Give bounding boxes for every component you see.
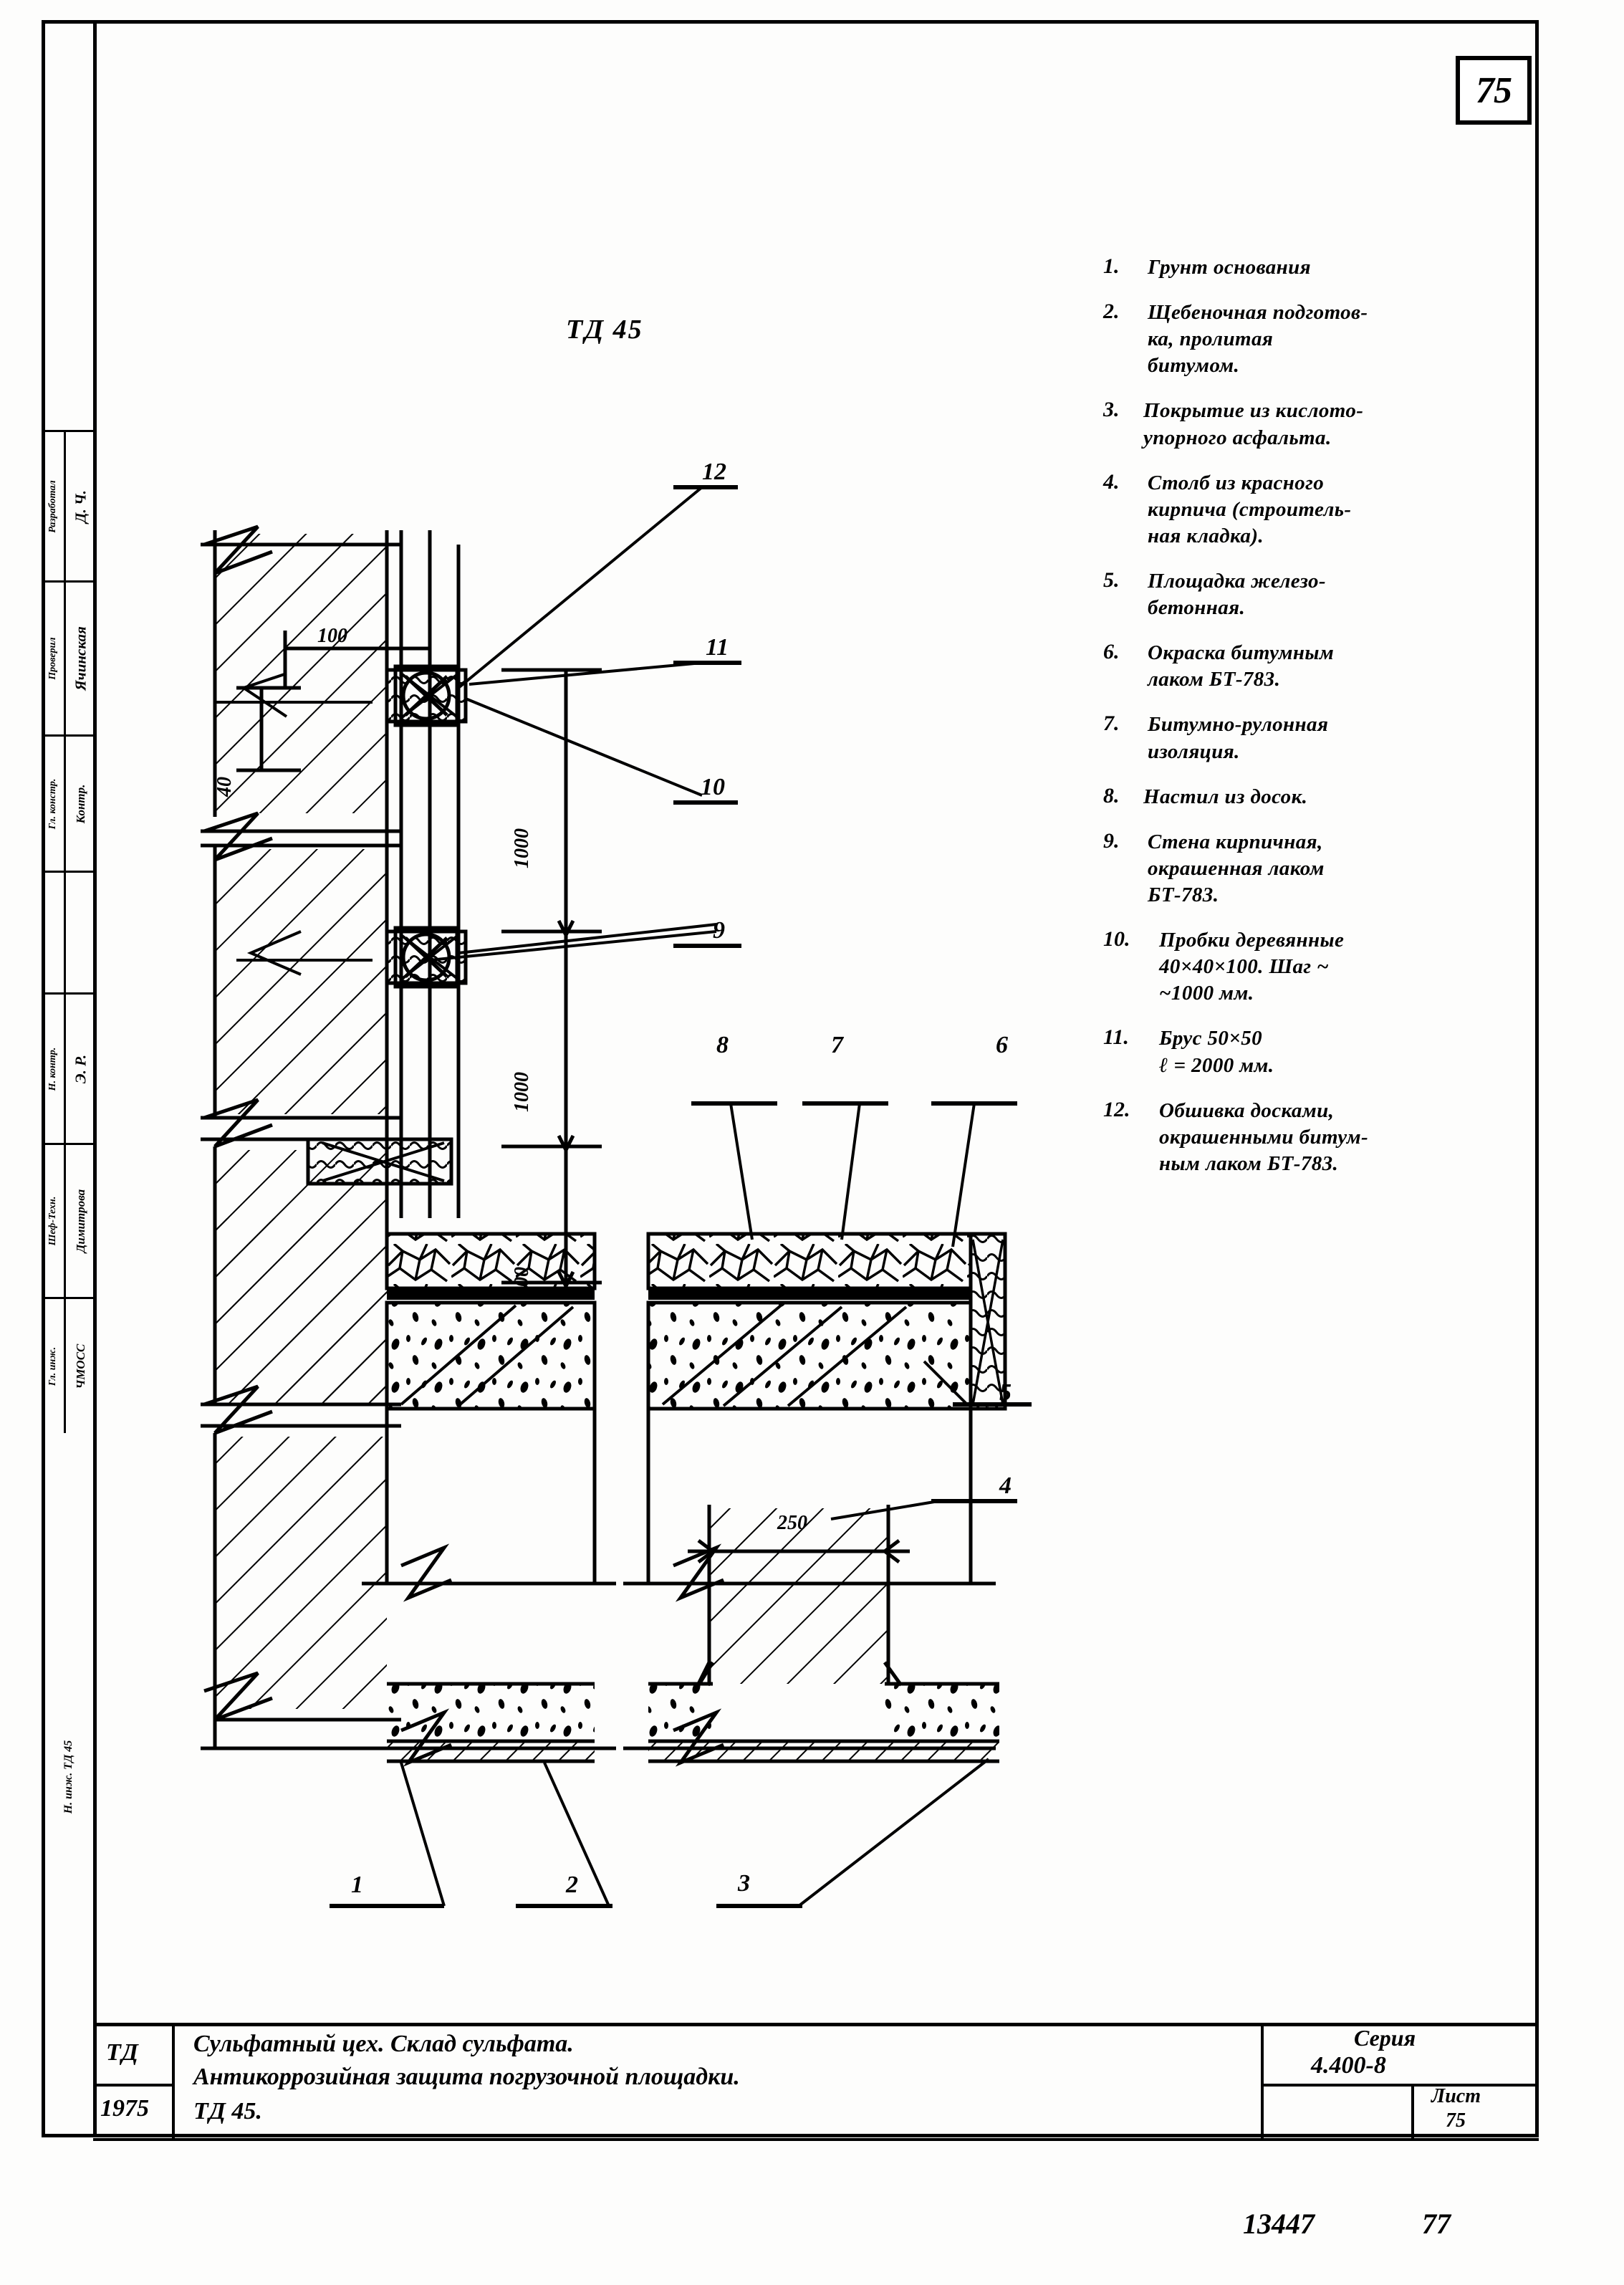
legend-item-number: 1. <box>1103 254 1120 278</box>
callout-7: 7 <box>831 1032 843 1058</box>
dimension-250: 250 <box>777 1512 807 1534</box>
dimension-40: 40 <box>213 777 236 797</box>
bottom-right-number: 77 <box>1422 2208 1451 2240</box>
callout-2: 2 <box>566 1872 578 1898</box>
legend-item: 6. Окраска битумным лаком БТ-783. <box>1103 640 1533 693</box>
stamp-row: Гл. инж. ЧМОСС <box>42 1297 95 1433</box>
stamp-row: Гл. констр. Контр. <box>42 734 95 871</box>
stamp-column: Разработал Д. Ч. Проверил Ячинская Гл. к… <box>42 430 95 1791</box>
legend-item: 12. Обшивка досками, окрашенными битум- … <box>1103 1098 1533 1177</box>
bottom-left-number: 13447 <box>1243 2208 1315 2240</box>
legend-list: 1. Грунт основания 2. Щебеночная подгото… <box>1103 254 1533 1196</box>
legend-item: 7. Битумно-рулонная изоляция. <box>1103 712 1533 765</box>
page-number: 75 <box>1476 70 1512 111</box>
callout-1: 1 <box>351 1872 363 1898</box>
legend-item-number: 11. <box>1103 1025 1129 1050</box>
callout-5: 5 <box>999 1379 1012 1406</box>
stamp-row <box>42 871 95 992</box>
legend-item-number: 8. <box>1103 783 1120 808</box>
callout-8: 8 <box>716 1032 729 1058</box>
legend-item-text: Брус 50×50 ℓ = 2000 мм. <box>1159 1027 1274 1077</box>
legend-item-text: Столб из красного кирпича (строитель- на… <box>1148 471 1352 547</box>
legend-item-text: Площадка железо- бетонная. <box>1148 569 1326 620</box>
callout-3: 3 <box>738 1870 750 1897</box>
stamp-cell-label: Разработал <box>42 432 66 580</box>
legend-item-text: Пробки деревянные 40×40×100. Шаг ~ ~1000… <box>1159 929 1345 1005</box>
legend-item-text: Стена кирпичная, окрашенная лаком БТ-783… <box>1148 830 1325 906</box>
legend-item: 5. Площадка железо- бетонная. <box>1103 568 1533 621</box>
sheet-value: 75 <box>1446 2109 1466 2132</box>
legend-item-text: Щебеночная подготов- ка, пролитая битумо… <box>1148 301 1368 378</box>
technical-drawing <box>201 485 1032 1908</box>
title-block-title-line2: Антикоррозийная защита погрузочной площа… <box>193 2064 740 2090</box>
series-value: 4.400-8 <box>1311 2052 1386 2079</box>
title-block-divider <box>172 2026 175 2141</box>
title-block-divider <box>93 2084 172 2087</box>
legend-item-text: Настил из досок. <box>1143 785 1308 808</box>
callout-11: 11 <box>706 634 729 661</box>
callout-4: 4 <box>999 1472 1012 1499</box>
page-number-box: 75 <box>1456 56 1532 125</box>
legend-item-number: 7. <box>1103 712 1120 736</box>
callout-6: 6 <box>996 1032 1008 1058</box>
legend-item: 2. Щебеночная подготов- ка, пролитая бит… <box>1103 300 1533 379</box>
stamp-row: Н. контр. Э. Р. <box>42 992 95 1143</box>
title-block-year: 1975 <box>100 2095 149 2122</box>
sheet-frame <box>42 20 1539 2137</box>
legend-item-text: Грунт основания <box>1148 256 1312 279</box>
legend-item-number: 9. <box>1103 828 1120 853</box>
stamp-row: Разработал Д. Ч. <box>42 430 95 580</box>
legend-item-number: 3. <box>1103 398 1120 422</box>
dimension-200: 200 <box>511 1267 533 1297</box>
legend-item-text: Окраска битумным лаком БТ-783. <box>1148 641 1335 691</box>
stamp-cell-label: Шеф-Техн. <box>42 1145 66 1297</box>
callout-9: 9 <box>713 917 725 944</box>
legend-item-text: Покрытие из кислото- упорного асфальта. <box>1143 399 1364 449</box>
stamp-cell-label <box>42 873 66 992</box>
legend-item-number: 5. <box>1103 567 1120 592</box>
callout-10: 10 <box>701 774 725 800</box>
legend-item-number: 4. <box>1103 469 1120 494</box>
stamp-cell-label: Гл. констр. <box>42 737 66 871</box>
callout-12: 12 <box>702 459 726 485</box>
legend-item-number: 2. <box>1103 300 1120 324</box>
title-block-divider <box>93 2138 1539 2141</box>
legend-item: 1. Грунт основания <box>1103 254 1533 281</box>
dimension-1000-lower: 1000 <box>511 1072 533 1112</box>
legend-item-number: 6. <box>1103 640 1120 664</box>
sheet-label: Лист <box>1431 2085 1481 2107</box>
stamp-cell-label: Гл. инж. <box>42 1299 66 1433</box>
title-block-title-line3: ТД 45. <box>193 2098 262 2124</box>
diagram-title: ТД 45 <box>566 315 643 345</box>
legend-item: 10. Пробки деревянные 40×40×100. Шаг ~ ~… <box>1103 927 1533 1007</box>
title-block: ТД 1975 Сульфатный цех. Склад сульфата. … <box>93 2023 1539 2141</box>
stamp-row: Проверил Ячинская <box>42 580 95 734</box>
legend-item-number: 10. <box>1103 927 1130 952</box>
legend-item-text: Обшивка досками, окрашенными битум- ным … <box>1159 1098 1369 1175</box>
series-label: Серия <box>1354 2025 1416 2051</box>
dimension-100: 100 <box>317 625 347 647</box>
title-block-divider <box>1261 2084 1539 2087</box>
legend-item: 8. Настил из досок. <box>1103 784 1533 810</box>
legend-item-number: 12. <box>1103 1097 1130 1121</box>
sheet-frame-inner-divider <box>93 20 97 2137</box>
stamp-cell-label: Н. контр. <box>42 995 66 1143</box>
legend-item: 11. Брус 50×50 ℓ = 2000 мм. <box>1103 1025 1533 1078</box>
legend-item: 3. Покрытие из кислото- упорного асфальт… <box>1103 398 1533 451</box>
title-block-title-line1: Сульфатный цех. Склад сульфата. <box>193 2031 574 2057</box>
dimension-1000-upper: 1000 <box>511 828 533 868</box>
stamp-row: Шеф-Техн. Димитрова <box>42 1143 95 1297</box>
title-block-code: ТД <box>106 2039 138 2066</box>
legend-item: 4. Столб из красного кирпича (строитель-… <box>1103 470 1533 550</box>
stamp-cell-label: Проверил <box>42 583 66 734</box>
title-block-divider <box>1411 2084 1414 2141</box>
legend-item: 9. Стена кирпичная, окрашенная лаком БТ-… <box>1103 829 1533 909</box>
legend-item-text: Битумно-рулонная изоляция. <box>1148 713 1329 763</box>
